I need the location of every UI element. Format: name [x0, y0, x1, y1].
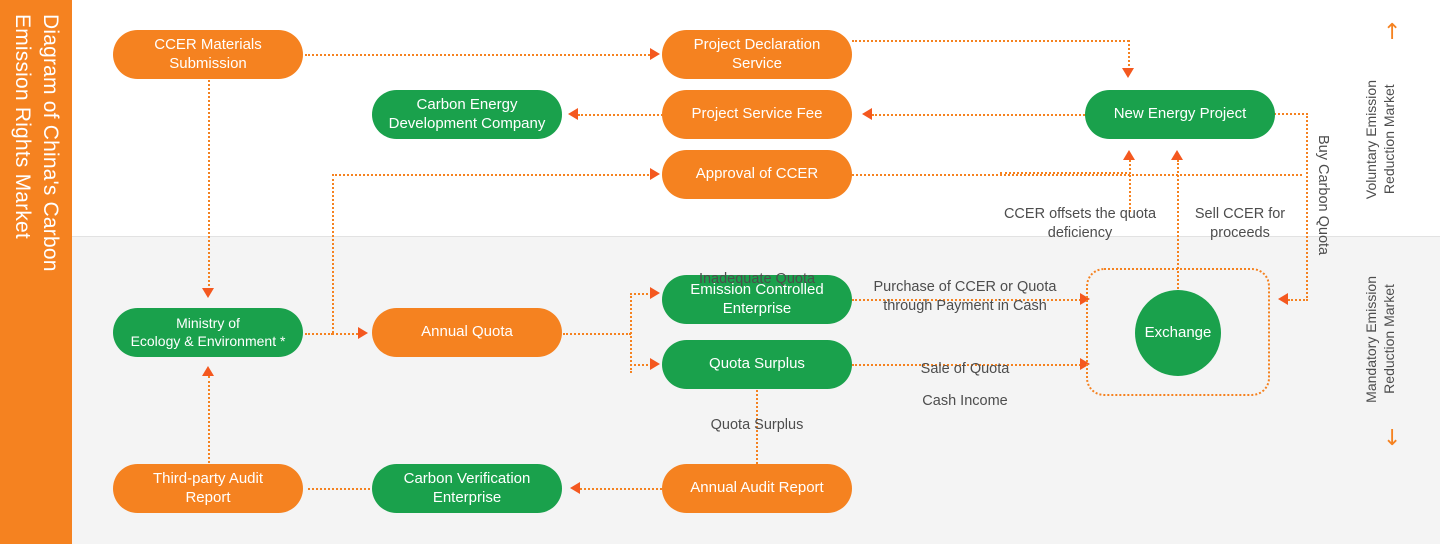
edge-annualquota-out	[563, 333, 631, 335]
edge-declaration-to-newenergy-v	[1128, 40, 1130, 70]
arrowhead-quota-surplus-in	[650, 358, 660, 370]
edge-quotasurplus-down	[756, 386, 758, 464]
market-label-text: Voluntary Emission Reduction Market	[1363, 80, 1398, 200]
node-label: Ministry of Ecology & Environment *	[130, 315, 286, 349]
node-exchange[interactable]: Exchange	[1135, 290, 1221, 376]
caption-text: CCER offsets the quota deficiency	[1003, 205, 1157, 241]
edge-emission-to-exchange	[852, 299, 1084, 301]
edge-ccer-down-to-ministry	[208, 80, 210, 290]
edge-newenergy-to-servicefee	[872, 114, 1085, 116]
node-ministry-of-ecology-environment[interactable]: Ministry of Ecology & Environment *	[113, 308, 303, 357]
edge-auditreport-to-verification	[580, 488, 662, 490]
node-emission-controlled-enterprise[interactable]: Emission Controlled Enterprise	[662, 275, 852, 324]
node-ccer-materials-submission[interactable]: CCER Materials Submission	[113, 30, 303, 79]
edge-quotasurplus-to-exchange	[852, 364, 1084, 366]
edge-buyquota-h-top	[1274, 113, 1308, 115]
caption-inadequate-quota: Inadequate Quota	[657, 251, 857, 289]
arrowhead-exchange-in-upper	[1080, 293, 1090, 305]
caption-ccer-offsets-quota-deficiency: CCER offsets the quota deficiency	[960, 186, 1200, 243]
edge-ministry-to-approval-v	[332, 174, 334, 333]
caption-quota-surplus: Quota Surplus	[657, 397, 857, 435]
caption-text: Inadequate Quota	[698, 270, 816, 287]
mandatory-market-arrow-icon: ↓	[1383, 426, 1402, 451]
caption-buy-carbon-quota: Buy Carbon Quota	[1313, 135, 1351, 285]
edge-approval-right	[852, 174, 1302, 176]
arrowhead-carbonenergy-in	[568, 108, 578, 120]
caption-text: Purchase of CCER or Quota through Paymen…	[873, 278, 1057, 314]
arrowhead-annualquota-in	[358, 327, 368, 339]
diagram-title-bar: Diagram of China's Carbon Emission Right…	[0, 0, 72, 544]
caption-cash-income: Cash Income	[880, 373, 1050, 411]
edge-declaration-to-newenergy-h	[852, 40, 1129, 42]
market-label-mandatory: Mandatory Emission Reduction Market	[1362, 258, 1398, 423]
voluntary-market-arrow-icon: ↑	[1383, 20, 1402, 45]
node-annual-audit-report[interactable]: Annual Audit Report	[662, 464, 852, 513]
node-label: Annual Quota	[421, 323, 513, 341]
arrowhead-newenergy-in-offset	[1123, 150, 1135, 160]
node-new-energy-project[interactable]: New Energy Project	[1085, 90, 1275, 139]
caption-text: Buy Carbon Quota	[1314, 135, 1331, 256]
node-label: Carbon Energy Development Company	[388, 95, 546, 132]
node-carbon-verification-enterprise[interactable]: Carbon Verification Enterprise	[372, 464, 562, 513]
node-label: New Energy Project	[1113, 105, 1247, 123]
node-label: Project Service Fee	[691, 105, 823, 123]
node-label: Third-party Audit Report	[152, 469, 264, 506]
edge-buyquota-v	[1306, 113, 1308, 301]
node-label: Carbon Verification Enterprise	[403, 469, 531, 506]
caption-purchase-ccer-or-quota: Purchase of CCER or Quota through Paymen…	[855, 259, 1075, 316]
node-label: Exchange	[1144, 323, 1212, 341]
market-label-voluntary: Voluntary Emission Reduction Market	[1362, 62, 1398, 222]
arrowhead-exchange-in-lower	[1080, 358, 1090, 370]
arrowhead-newenergy-in-sell	[1171, 150, 1183, 160]
edge-ccer-offsets-v	[1129, 172, 1131, 212]
node-annual-quota[interactable]: Annual Quota	[372, 308, 562, 357]
node-label: Approval of CCER	[695, 165, 819, 183]
caption-text: Cash Income	[922, 392, 1008, 409]
arrowhead-verification-in	[570, 482, 580, 494]
edge-to-quota-surplus	[630, 364, 652, 366]
page-title: Diagram of China's Carbon Emission Right…	[11, 14, 62, 272]
arrowhead-exchange-in-buy	[1278, 293, 1288, 305]
caption-text: Quota Surplus	[710, 416, 804, 433]
edge-servicefee-to-carbonenergy	[578, 114, 663, 116]
caption-text: Sale of Quota	[920, 360, 1010, 377]
arrowhead-emission-enterprise-in	[650, 287, 660, 299]
node-project-declaration-service[interactable]: Project Declaration Service	[662, 30, 852, 79]
node-label: Emission Controlled Enterprise	[690, 280, 824, 317]
node-project-service-fee[interactable]: Project Service Fee	[662, 90, 852, 139]
edge-ministry-to-approval-h	[332, 174, 652, 176]
edge-annualquota-split-v	[630, 293, 632, 373]
arrowhead-newenergy-in	[1122, 68, 1134, 78]
edge-ministry-to-annualquota	[332, 333, 362, 335]
exchange-container	[1086, 268, 1270, 396]
edge-ccer-to-declaration	[305, 54, 650, 56]
arrowhead-ministry-in-bottom	[202, 366, 214, 376]
edge-audit-up-to-ministry	[208, 376, 210, 463]
edge-ministry-out	[305, 333, 333, 335]
arrowhead-ministry-in-top	[202, 288, 214, 298]
edge-exchange-to-newenergy	[1177, 160, 1179, 296]
arrowhead-servicefee-in	[862, 108, 872, 120]
edge-ccer-offsets-h	[1000, 172, 1131, 174]
edge-to-emission-enterprise	[630, 293, 652, 295]
edge-buyquota-h-bottom	[1288, 299, 1308, 301]
node-label: Quota Surplus	[709, 355, 805, 373]
node-carbon-energy-development-company[interactable]: Carbon Energy Development Company	[372, 90, 562, 139]
node-quota-surplus[interactable]: Quota Surplus	[662, 340, 852, 389]
caption-sale-of-quota: Sale of Quota	[880, 341, 1050, 379]
node-label: Annual Audit Report	[690, 479, 824, 497]
node-label: CCER Materials Submission	[154, 35, 262, 72]
node-label: Project Declaration Service	[693, 35, 821, 72]
arrowhead-approval-in	[650, 168, 660, 180]
market-label-text: Mandatory Emission Reduction Market	[1363, 276, 1398, 404]
edge-ccer-offsets-v2	[1129, 160, 1131, 174]
arrowhead-declaration-in	[650, 48, 660, 60]
caption-text: Sell CCER for proceeds	[1194, 205, 1286, 241]
node-third-party-audit-report[interactable]: Third-party Audit Report	[113, 464, 303, 513]
node-approval-of-ccer[interactable]: Approval of CCER	[662, 150, 852, 199]
caption-sell-ccer-for-proceeds: Sell CCER for proceeds	[1180, 186, 1300, 243]
edge-verification-to-thirdparty	[308, 488, 370, 490]
